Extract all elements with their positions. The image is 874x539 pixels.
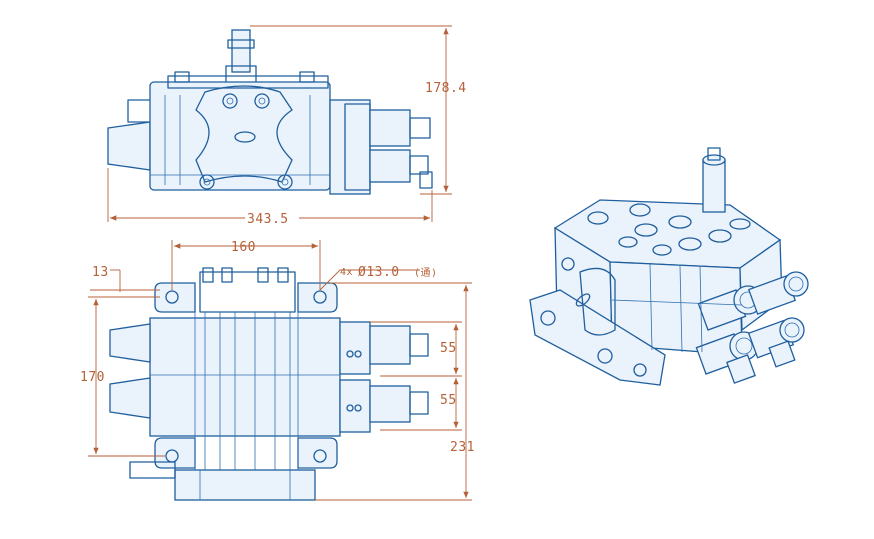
dim-height-side: 178.4: [425, 81, 467, 96]
side-dimensions: 178.4 343.5: [107, 25, 467, 227]
top-dimensions: 160 13 4x Ø13.0 (通) 55 55 170 231: [80, 240, 475, 501]
dim-length-side: 343.5: [247, 212, 289, 227]
dim-body-height: 170: [80, 370, 105, 385]
dim-width-top: 160: [231, 240, 256, 255]
dim-overall-height: 231: [450, 440, 475, 455]
hole-note: Ø13.0: [358, 265, 400, 280]
top-view: [109, 267, 429, 501]
isometric-view: [529, 147, 809, 386]
dim-pitch-1: 55: [440, 341, 457, 356]
hole-note-suffix: (通): [414, 267, 438, 279]
dim-offset-top: 13: [92, 265, 109, 280]
actuator-group: [695, 271, 809, 384]
dim-pitch-2: 55: [440, 393, 457, 408]
hole-note-prefix: 4x: [340, 267, 353, 278]
side-view: [107, 29, 433, 195]
